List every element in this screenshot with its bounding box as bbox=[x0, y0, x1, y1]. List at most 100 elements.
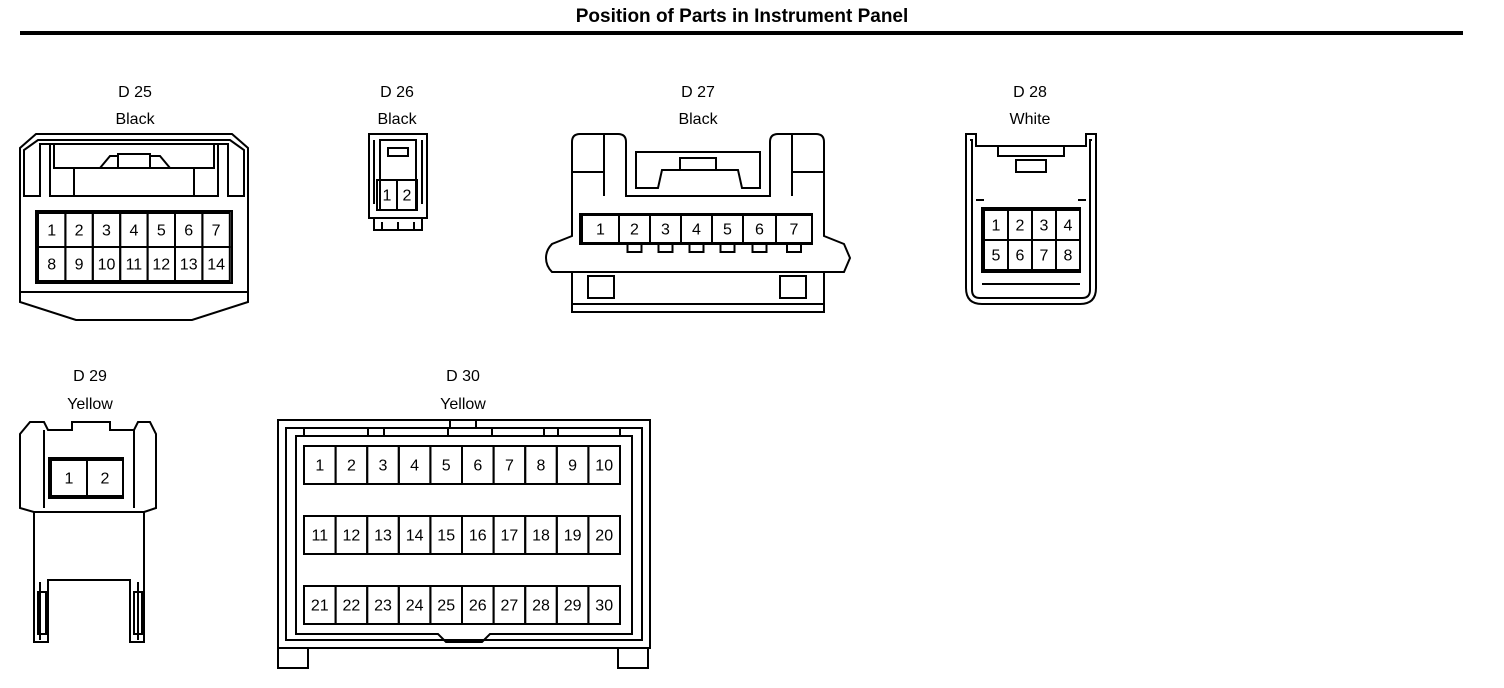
d30-pin-7-label: 7 bbox=[505, 458, 514, 475]
d30-pin-24-label: 24 bbox=[406, 598, 424, 615]
d30-pin-30-label: 30 bbox=[595, 598, 613, 615]
connector-d30-body bbox=[277, 419, 651, 669]
d25-pin-2-label: 2 bbox=[75, 223, 84, 240]
title-rule bbox=[20, 31, 1463, 35]
d25-pin-14-label: 14 bbox=[207, 257, 225, 274]
d25-pin-8-label: 8 bbox=[47, 257, 56, 274]
d30-pin-1-label: 1 bbox=[315, 458, 324, 475]
d27-pin-6-tab bbox=[751, 243, 768, 253]
d25-pin-14-cell bbox=[201, 246, 231, 282]
d30-pin-2-label: 2 bbox=[347, 458, 356, 475]
d25-pin-3-label: 3 bbox=[102, 223, 111, 240]
d25-pin-11-label: 11 bbox=[126, 257, 143, 274]
d28-pin-7-label: 7 bbox=[1040, 248, 1049, 265]
d25-pin-10-label: 10 bbox=[98, 257, 116, 274]
d28-pin-6-label: 6 bbox=[1016, 248, 1025, 265]
d30-pin-20-label: 20 bbox=[595, 528, 613, 545]
d28-pin-8-label: 8 bbox=[1064, 248, 1073, 265]
connector-d27-pins: 1 2 3 4 5 6 7 bbox=[581, 214, 813, 253]
d28-pin-4-label: 4 bbox=[1064, 218, 1073, 235]
d27-pin-4-label: 4 bbox=[692, 222, 701, 239]
d30-pin-9-label: 9 bbox=[568, 458, 577, 475]
d30-pin-10-label: 10 bbox=[595, 458, 613, 475]
d26-pin-2-cell bbox=[396, 179, 418, 211]
d27-pin-5-tab bbox=[719, 243, 736, 253]
d30-pin-30-cell bbox=[587, 585, 622, 625]
connector-d25-body bbox=[19, 133, 249, 321]
d30-pin-29-label: 29 bbox=[564, 598, 582, 615]
d27-pin-2-label: 2 bbox=[630, 222, 639, 239]
d30-pin-6-label: 6 bbox=[473, 458, 482, 475]
d25-pin-6-label: 6 bbox=[184, 223, 193, 240]
d30-pin-19-label: 19 bbox=[564, 528, 582, 545]
d28-pin-8-cell bbox=[1055, 239, 1081, 271]
d30-pin-17-label: 17 bbox=[501, 528, 519, 545]
d30-pin-12-label: 12 bbox=[343, 528, 361, 545]
connector-d25-color: Black bbox=[115, 111, 155, 128]
d30-pin-28-label: 28 bbox=[532, 598, 550, 615]
connector-d29-id: D 29 bbox=[73, 368, 107, 385]
d30-pin-18-label: 18 bbox=[532, 528, 550, 545]
d29-pin-1-label: 1 bbox=[65, 471, 74, 488]
connector-d25-id: D 25 bbox=[118, 84, 152, 101]
connector-d29-body bbox=[19, 421, 157, 643]
d25-pin-13-label: 13 bbox=[180, 257, 198, 274]
d25-pin-7-label: 7 bbox=[212, 223, 221, 240]
d29-pin-2-cell bbox=[86, 459, 124, 497]
d30-pin-8-label: 8 bbox=[537, 458, 546, 475]
d30-pin-13-label: 13 bbox=[374, 528, 392, 545]
d30-pin-11-label: 11 bbox=[311, 528, 328, 545]
d30-pin-10-cell bbox=[587, 445, 622, 485]
d27-pin-2-tab bbox=[626, 243, 643, 253]
d30-pin-25-label: 25 bbox=[437, 598, 455, 615]
d25-pin-4-label: 4 bbox=[129, 223, 138, 240]
connector-d26-id: D 26 bbox=[380, 84, 414, 101]
d30-pin-5-label: 5 bbox=[442, 458, 451, 475]
connector-d30-id: D 30 bbox=[446, 368, 480, 385]
d30-pin-22-label: 22 bbox=[343, 598, 361, 615]
d28-pin-5-label: 5 bbox=[992, 248, 1001, 265]
d25-pin-5-label: 5 bbox=[157, 223, 166, 240]
d27-pin-3-tab bbox=[657, 243, 674, 253]
d27-pin-3-label: 3 bbox=[661, 222, 670, 239]
page-title: Position of Parts in Instrument Panel bbox=[575, 6, 909, 27]
d30-pin-15-label: 15 bbox=[437, 528, 455, 545]
connector-d28-color: White bbox=[1009, 111, 1051, 128]
d30-pin-14-label: 14 bbox=[406, 528, 424, 545]
d27-pin-5-label: 5 bbox=[723, 222, 732, 239]
d25-pin-12-label: 12 bbox=[152, 257, 170, 274]
d30-pin-20-cell bbox=[587, 515, 622, 555]
d27-pin-6-label: 6 bbox=[755, 222, 764, 239]
d28-pin-1-label: 1 bbox=[992, 218, 1001, 235]
d29-pin-2-label: 2 bbox=[101, 471, 110, 488]
connector-d28-id: D 28 bbox=[1013, 84, 1047, 101]
d27-pin-1-label: 1 bbox=[596, 222, 605, 239]
d25-pin-9-label: 9 bbox=[75, 257, 84, 274]
d30-pin-26-label: 26 bbox=[469, 598, 487, 615]
d30-pin-3-label: 3 bbox=[379, 458, 388, 475]
d30-pin-23-label: 23 bbox=[374, 598, 392, 615]
connector-d27-id: D 27 bbox=[681, 84, 715, 101]
d27-pin-7-label: 7 bbox=[790, 222, 799, 239]
connector-d26-body bbox=[368, 133, 428, 231]
d28-pin-3-label: 3 bbox=[1040, 218, 1049, 235]
d25-pin-1-label: 1 bbox=[47, 223, 56, 240]
connector-d27-color: Black bbox=[678, 111, 718, 128]
d26-pin-2-label: 2 bbox=[403, 188, 412, 205]
d30-pin-27-label: 27 bbox=[501, 598, 519, 615]
connector-d26-color: Black bbox=[377, 111, 417, 128]
d28-pin-2-label: 2 bbox=[1016, 218, 1025, 235]
d27-pin-4-tab bbox=[688, 243, 705, 253]
d27-pin-7-tab bbox=[786, 243, 802, 253]
d30-pin-4-label: 4 bbox=[410, 458, 419, 475]
d30-pin-16-label: 16 bbox=[469, 528, 487, 545]
d26-pin-1-label: 1 bbox=[383, 188, 392, 205]
connector-d29-color: Yellow bbox=[67, 396, 113, 413]
d30-pin-21-label: 21 bbox=[311, 598, 329, 615]
